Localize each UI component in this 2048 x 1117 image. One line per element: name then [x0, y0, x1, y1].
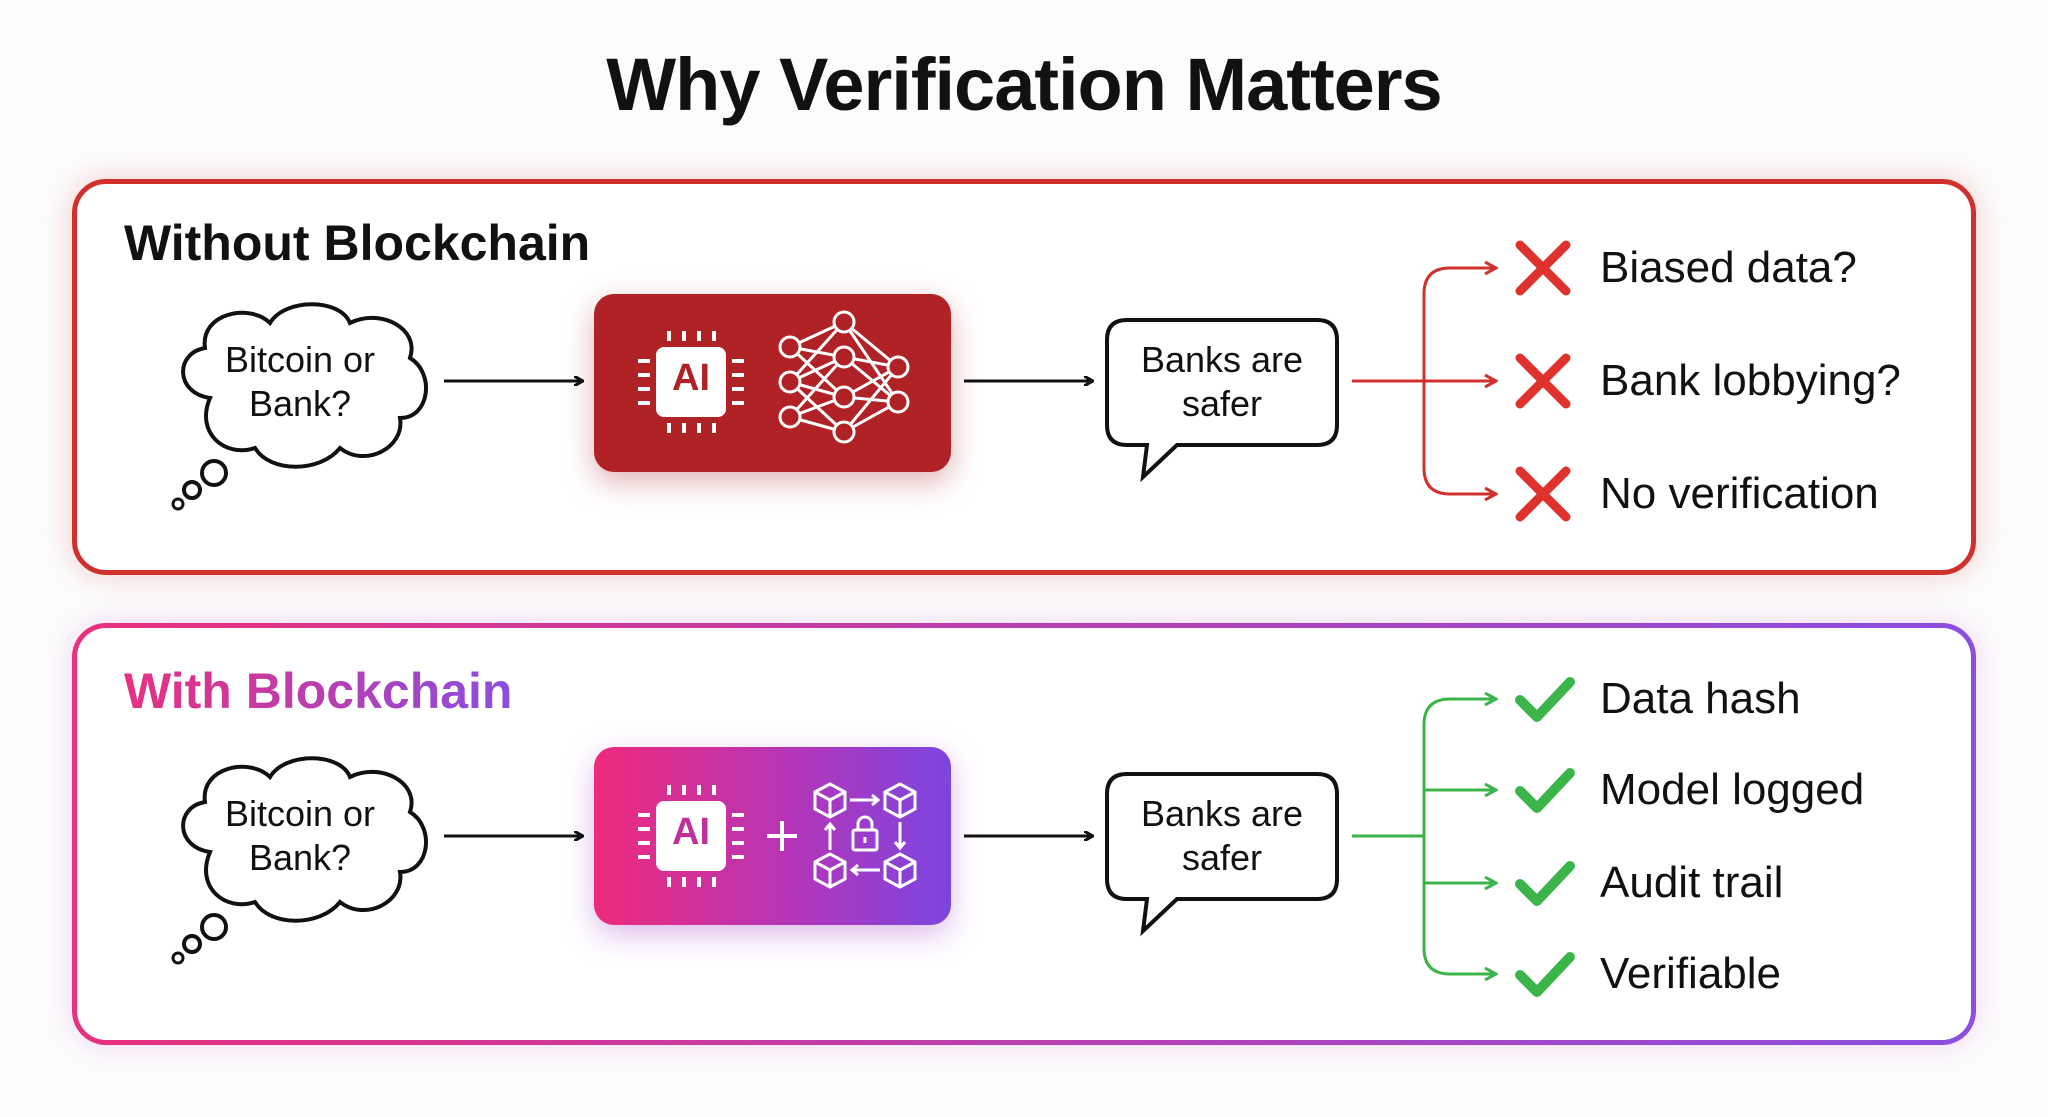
check-icons [1515, 677, 1575, 997]
ai-chip-label: AI [672, 357, 710, 399]
with-blockchain-heading: With Blockchain [124, 663, 513, 719]
ai-answer: Banks are safer [1140, 793, 1304, 878]
x-icons [1515, 240, 1571, 522]
benefit-branch-lines [1352, 699, 1495, 974]
benefit-item: Model logged [1600, 765, 1865, 814]
without-blockchain-heading: Without Blockchain [124, 215, 591, 271]
benefit-item: Data hash [1600, 674, 1801, 723]
issue-item: Bank lobbying? [1600, 356, 1901, 405]
neural-network-icon [778, 310, 910, 444]
blockchain-lock-icon [813, 782, 917, 889]
thought-question: Bitcoin or Bank? [224, 793, 376, 878]
issue-item: Biased data? [1600, 243, 1857, 292]
thought-question: Bitcoin or Bank? [224, 339, 376, 424]
benefit-item: Verifiable [1600, 949, 1782, 998]
ai-neural-network-box [594, 294, 951, 472]
page-title: Why Verification Matters [606, 43, 1442, 126]
plus-icon [767, 821, 797, 851]
issue-branch-lines [1352, 268, 1495, 494]
ai-chip-label: AI [672, 811, 710, 853]
benefit-item: Audit trail [1600, 858, 1784, 907]
ai-answer: Banks are safer [1140, 339, 1304, 424]
issue-item: No verification [1600, 469, 1879, 518]
